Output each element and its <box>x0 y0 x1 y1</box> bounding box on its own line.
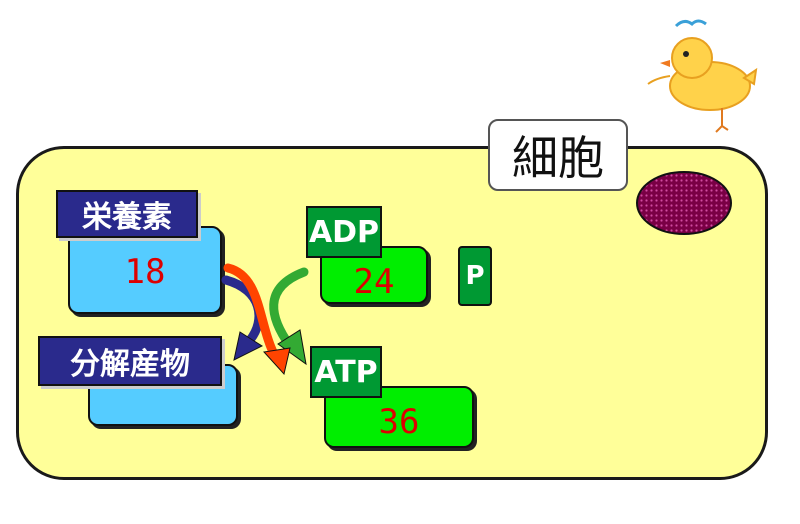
energy-release-arrowhead <box>263 347 291 376</box>
nucleus-icon <box>636 171 732 235</box>
nutrient-to-decomposition-arrowhead <box>233 331 264 361</box>
cell-label: 細胞 <box>488 119 628 191</box>
adp-to-atp-arrowhead <box>277 329 307 366</box>
adp-label: ADP <box>306 206 382 258</box>
chick-drawing-icon <box>647 19 758 133</box>
atp-label: ATP <box>310 346 382 398</box>
decomposition-label: 分解産物 <box>38 336 222 386</box>
phosphate-box: P <box>458 246 492 306</box>
nutrient-label: 栄養素 <box>56 190 198 238</box>
adp-to-atp-arrow <box>269 267 309 351</box>
energy-release-arrow <box>223 263 281 363</box>
